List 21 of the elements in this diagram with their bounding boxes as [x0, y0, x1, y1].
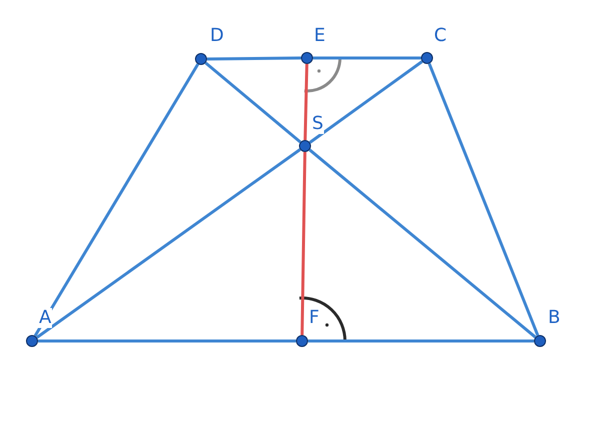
line-segment — [36, 148, 301, 339]
line-segment — [308, 60, 424, 144]
point-label: S — [311, 114, 324, 134]
line-segment — [206, 56, 302, 60]
line-segment — [313, 56, 421, 60]
point — [301, 52, 313, 64]
line-segment — [34, 63, 200, 337]
point — [296, 335, 308, 347]
point — [26, 335, 38, 347]
line-segment — [300, 152, 306, 336]
line-segment — [204, 62, 302, 144]
line-segment — [308, 340, 534, 342]
point — [195, 53, 207, 65]
point — [534, 335, 546, 347]
line-segment — [304, 64, 308, 140]
line-segment — [38, 340, 296, 342]
point — [299, 140, 311, 152]
point-label: A — [38, 308, 52, 328]
line-segment — [428, 63, 540, 336]
point — [421, 52, 433, 64]
line-segment — [308, 148, 536, 338]
